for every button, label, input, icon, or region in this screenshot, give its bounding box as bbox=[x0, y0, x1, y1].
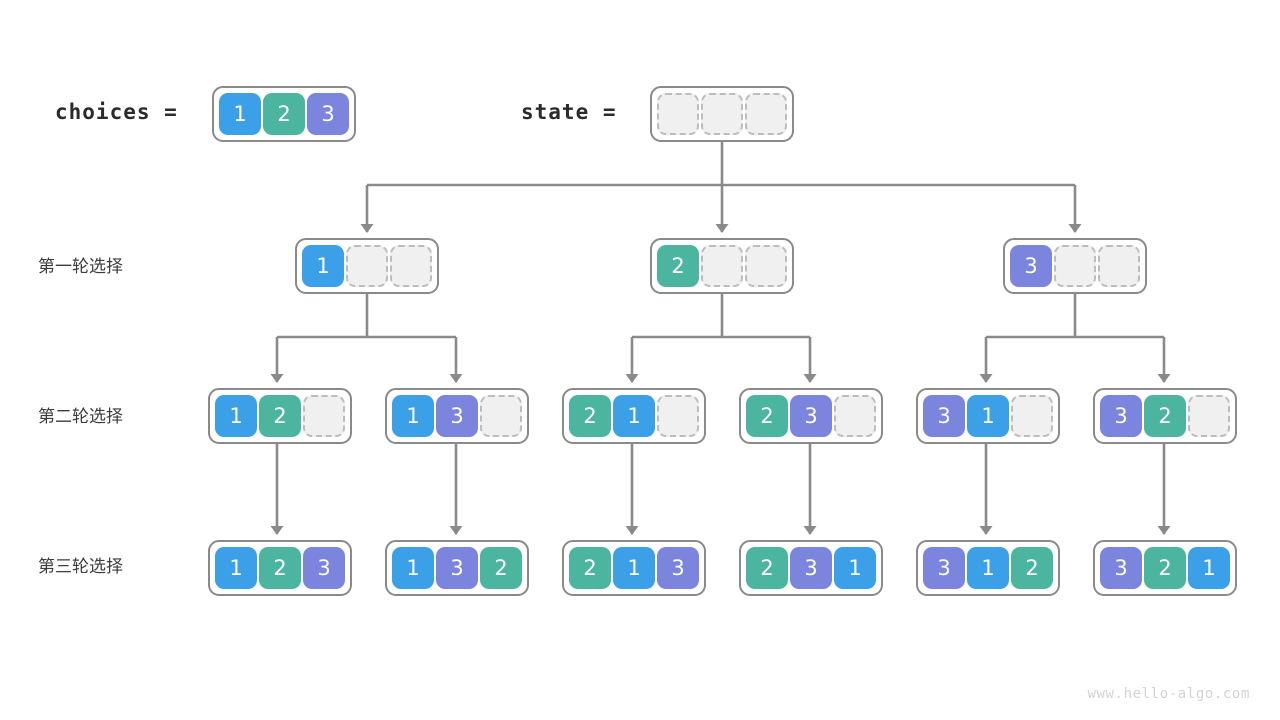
round2-to-round3-arrowhead bbox=[449, 526, 463, 535]
array-cell-value: 2 bbox=[569, 547, 611, 589]
array-cell-empty bbox=[346, 245, 388, 287]
array-cell-value: 3 bbox=[303, 547, 345, 589]
state-to-round1-arrowhead-3 bbox=[1068, 224, 1082, 233]
array-cell-empty bbox=[390, 245, 432, 287]
row-label-round-1: 第一轮选择 bbox=[38, 257, 123, 277]
array-cell-value: 2 bbox=[657, 245, 699, 287]
array-cell-value: 1 bbox=[215, 395, 257, 437]
round2-to-round3-arrowhead bbox=[979, 526, 993, 535]
array-cell-empty bbox=[745, 245, 787, 287]
array-cell-value: 3 bbox=[1100, 395, 1142, 437]
array-cell-value: 1 bbox=[392, 547, 434, 589]
array-cell-empty bbox=[834, 395, 876, 437]
round1-node1-to-round2-arrowhead-2 bbox=[449, 374, 463, 383]
array-cell-value: 2 bbox=[259, 547, 301, 589]
state-to-round1-arrowhead-1 bbox=[360, 224, 374, 233]
array-cell-value: 1 bbox=[834, 547, 876, 589]
round2-to-round3-arrowhead bbox=[803, 526, 817, 535]
array-cell-value: 3 bbox=[1100, 547, 1142, 589]
round-1-state-3: 3 bbox=[1003, 238, 1147, 294]
row-label-round-3: 第三轮选择 bbox=[38, 557, 123, 577]
array-cell-value: 3 bbox=[1010, 245, 1052, 287]
array-cell-empty bbox=[657, 93, 699, 135]
array-cell-value: 2 bbox=[1144, 547, 1186, 589]
array-cell-empty bbox=[1188, 395, 1230, 437]
round1-node2-to-round2-arrowhead-2 bbox=[803, 374, 817, 383]
array-cell-value: 2 bbox=[1144, 395, 1186, 437]
state-label: state = bbox=[521, 100, 617, 124]
array-cell-empty bbox=[701, 93, 743, 135]
round2-to-round3-arrowhead bbox=[270, 526, 284, 535]
round2-to-round3-arrowhead bbox=[625, 526, 639, 535]
array-cell-value: 1 bbox=[215, 547, 257, 589]
round1-node3-to-round2-arrowhead-1 bbox=[979, 374, 993, 383]
array-cell-empty bbox=[701, 245, 743, 287]
round-1-state-2: 2 bbox=[650, 238, 794, 294]
array-cell-value: 3 bbox=[790, 547, 832, 589]
array-cell-value: 1 bbox=[1188, 547, 1230, 589]
array-cell-value: 2 bbox=[480, 547, 522, 589]
array-cell-value: 1 bbox=[967, 547, 1009, 589]
row-label-round-2: 第二轮选择 bbox=[38, 407, 123, 427]
array-cell-empty bbox=[480, 395, 522, 437]
array-cell-value: 3 bbox=[790, 395, 832, 437]
array-cell-value: 2 bbox=[1011, 547, 1053, 589]
array-cell-value: 1 bbox=[392, 395, 434, 437]
array-cell-value: 3 bbox=[436, 395, 478, 437]
array-cell-empty bbox=[303, 395, 345, 437]
state-to-round1-arrowhead-2 bbox=[715, 224, 729, 233]
array-cell-value: 1 bbox=[613, 547, 655, 589]
state-array bbox=[650, 86, 794, 142]
array-cell-value: 2 bbox=[569, 395, 611, 437]
array-cell-value: 1 bbox=[219, 93, 261, 135]
array-cell-value: 1 bbox=[967, 395, 1009, 437]
choices-label: choices = bbox=[55, 100, 178, 124]
array-cell-empty bbox=[1011, 395, 1053, 437]
array-cell-empty bbox=[1054, 245, 1096, 287]
array-cell-value: 3 bbox=[923, 547, 965, 589]
array-cell-value: 3 bbox=[923, 395, 965, 437]
round1-node1-to-round2-arrowhead-1 bbox=[270, 374, 284, 383]
array-cell-value: 2 bbox=[259, 395, 301, 437]
array-cell-value: 1 bbox=[613, 395, 655, 437]
round1-node2-to-round2-arrowhead-1 bbox=[625, 374, 639, 383]
array-cell-empty bbox=[1098, 245, 1140, 287]
round-1-state-1: 1 bbox=[295, 238, 439, 294]
array-cell-empty bbox=[745, 93, 787, 135]
array-cell-value: 3 bbox=[436, 547, 478, 589]
array-cell-value: 2 bbox=[746, 395, 788, 437]
round2-to-round3-arrowhead bbox=[1157, 526, 1171, 535]
array-cell-value: 2 bbox=[263, 93, 305, 135]
array-cell-value: 2 bbox=[746, 547, 788, 589]
array-cell-value: 3 bbox=[307, 93, 349, 135]
array-cell-value: 3 bbox=[657, 547, 699, 589]
watermark: www.hello-algo.com bbox=[1087, 686, 1250, 702]
array-cell-value: 1 bbox=[302, 245, 344, 287]
round1-node3-to-round2-arrowhead-2 bbox=[1157, 374, 1171, 383]
array-cell-empty bbox=[657, 395, 699, 437]
